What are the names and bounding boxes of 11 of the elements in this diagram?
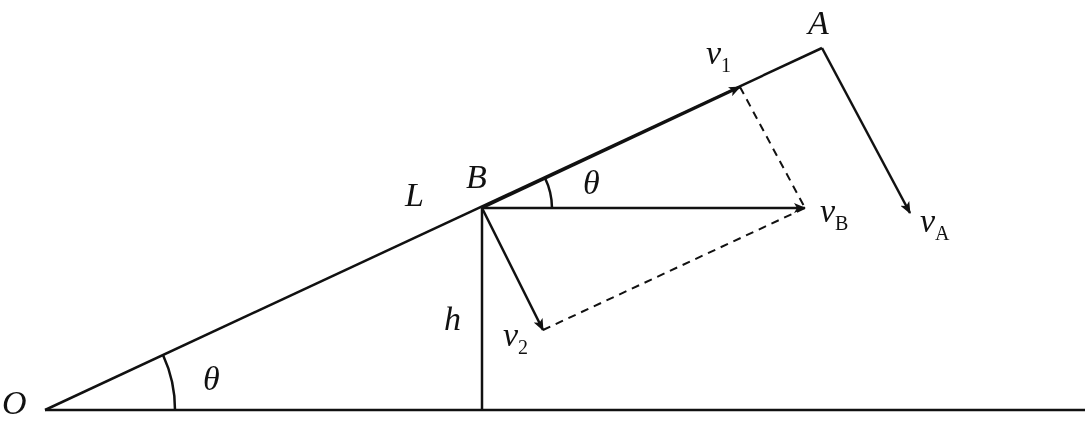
length-label: L bbox=[405, 178, 424, 212]
velocity-label: v$_{B}$ bbox=[820, 194, 849, 233]
velocity-label: v$_{A}$ bbox=[920, 204, 950, 243]
height-label: h bbox=[444, 302, 461, 336]
point-label: A bbox=[808, 6, 829, 40]
angle-label: θ bbox=[203, 362, 220, 396]
point-label: O bbox=[2, 386, 27, 420]
point-label: B bbox=[466, 160, 487, 194]
velocity-label: v$_{1}$ bbox=[706, 36, 732, 75]
angle-label: θ bbox=[583, 166, 600, 200]
velocity-label: v$_{2}$ bbox=[503, 318, 529, 357]
